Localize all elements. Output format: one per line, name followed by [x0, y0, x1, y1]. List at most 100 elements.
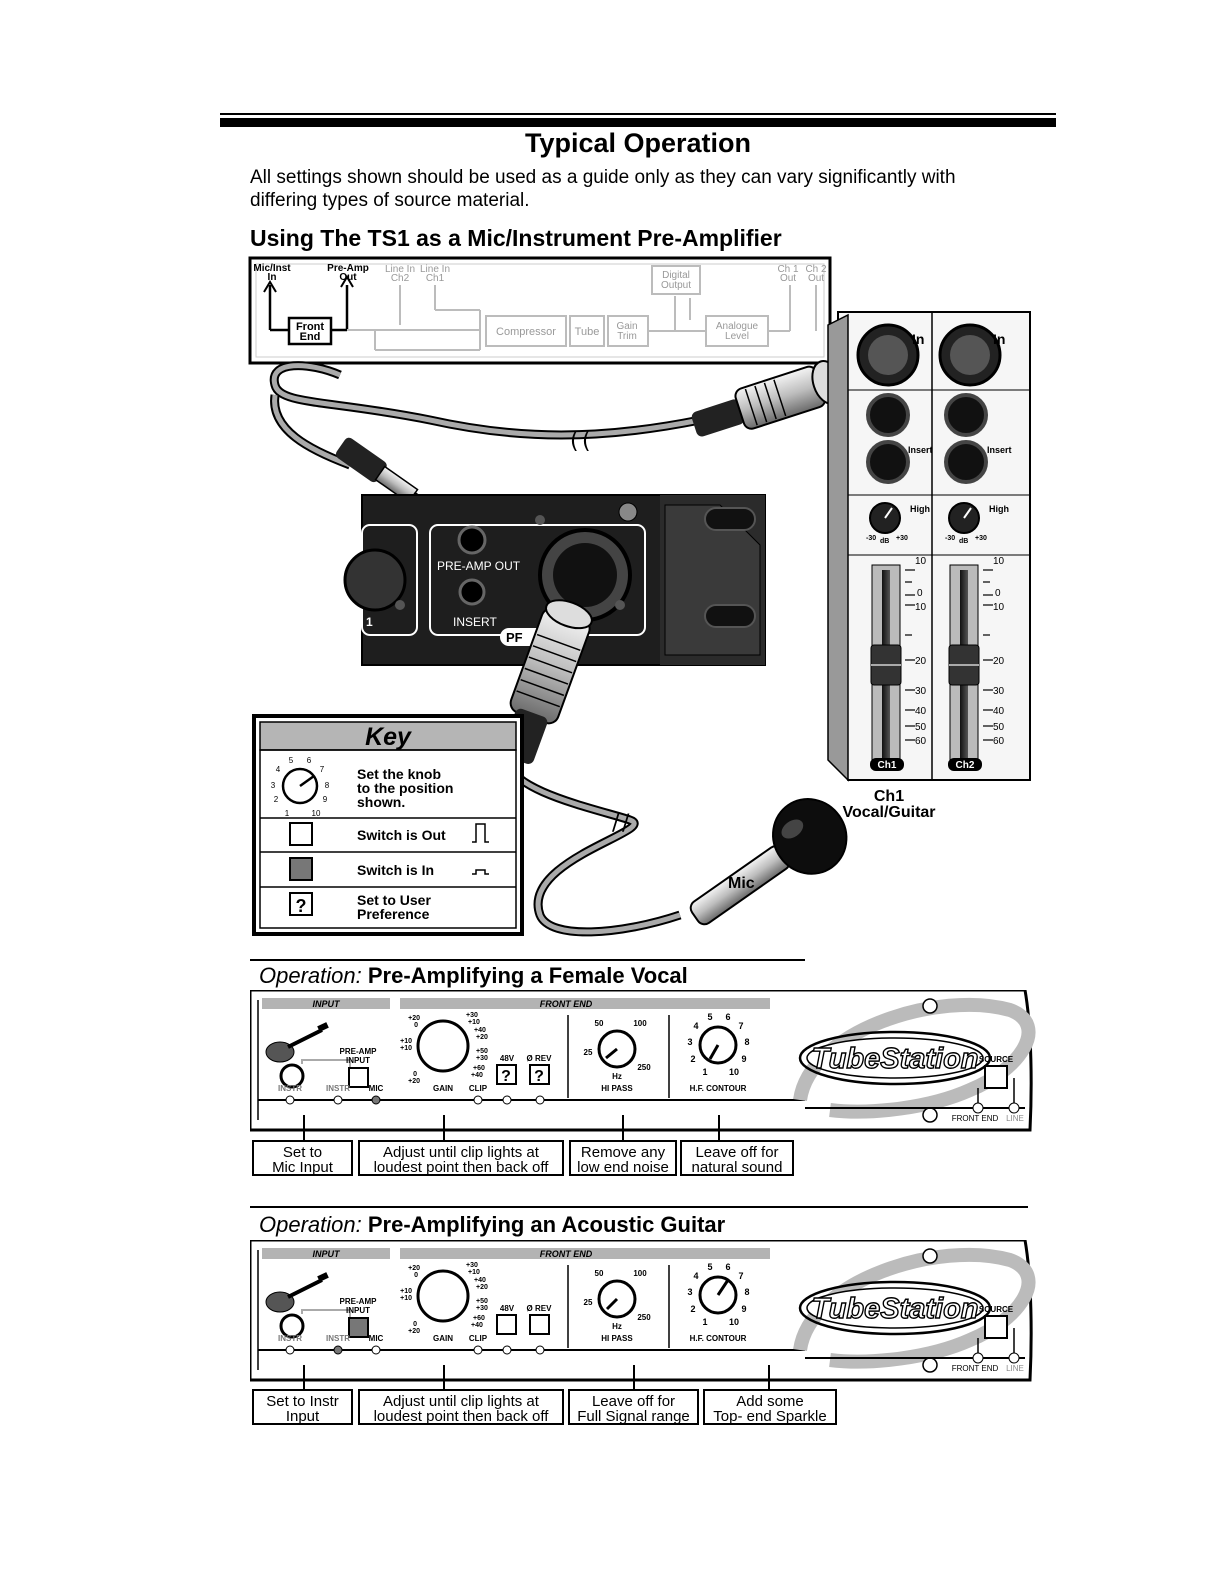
signal-flow-diagram: Line In Ch2 Line In Ch1 Digital Output C… — [248, 256, 832, 365]
hf-9: 9 — [741, 1304, 746, 1314]
gain-scale-r3: +40 — [474, 1277, 486, 1284]
clip-led — [473, 1095, 483, 1105]
callout-leader-line — [622, 1115, 624, 1140]
gain-scale-r5: +50 — [476, 1298, 488, 1305]
op1-callout-1a: Set to — [282, 1144, 323, 1161]
op2-callout-1a: Set to Instr — [266, 1393, 339, 1410]
hf-4: 4 — [693, 1021, 698, 1031]
gain-scale-r1: +30 — [466, 1262, 478, 1269]
key-title: Key — [365, 723, 412, 751]
op1-name: Pre-Amplifying a Female Vocal — [367, 963, 688, 988]
op2-callout-1b: Input — [285, 1408, 320, 1425]
phase-rev-label: Ø REV — [527, 1304, 553, 1313]
hp-scale-25: 25 — [584, 1298, 593, 1307]
key-knob-4: 4 — [276, 765, 281, 774]
fader2-tick-20: 20 — [993, 656, 1005, 667]
phantom-48v-switch[interactable] — [496, 1064, 517, 1085]
intro-line-1: All settings shown should be used as a g… — [250, 167, 956, 188]
source-switch[interactable] — [984, 1065, 1008, 1089]
instr-label-1: INSTR — [278, 1334, 302, 1343]
instr-jack[interactable] — [279, 1063, 305, 1089]
line-label: LINE — [1006, 1114, 1024, 1123]
phase-rev-switch[interactable] — [529, 1064, 550, 1085]
page-title: Typical Operation — [524, 128, 752, 158]
op2-callout-hf: Add some Top- end Sparkle — [703, 1389, 837, 1425]
flow-ch2-out-2: Out — [808, 273, 824, 284]
gain-knob[interactable] — [416, 1269, 470, 1323]
hf-10: 10 — [729, 1067, 739, 1077]
top-rule-thin — [220, 113, 1056, 115]
preamp-input-switch[interactable] — [348, 1067, 369, 1088]
panel-frontend-header: FRONT END — [540, 999, 593, 1009]
hipass-label: HI PASS — [601, 1084, 633, 1093]
gain-scale-l4: +10 — [400, 1045, 412, 1052]
fader1-tick-20: 20 — [915, 656, 927, 667]
gain-knob[interactable] — [416, 1019, 470, 1073]
op2-prefix: Operation: — [259, 1212, 362, 1237]
gain-scale-r6: +30 — [476, 1055, 488, 1062]
key-row-switch-out: Switch is Out — [357, 827, 446, 843]
mic-led — [371, 1345, 381, 1355]
hp-scale-100: 100 — [633, 1019, 647, 1028]
source-switch[interactable] — [984, 1315, 1008, 1339]
hf-contour-label: H.F. CONTOUR — [690, 1084, 747, 1093]
v48-question: ? — [501, 1068, 511, 1085]
key-knob-5: 5 — [289, 756, 294, 765]
op1-callout-2a: Adjust until clip lights at — [383, 1144, 539, 1161]
fader1-tick-40: 40 — [915, 706, 927, 717]
svg-text:/: / — [612, 811, 620, 836]
flow-line-in-ch1-2: Ch1 — [426, 273, 445, 284]
hz-label: Hz — [612, 1322, 622, 1331]
key-user-pref-text-1: Set to User — [357, 892, 431, 908]
flow-gain-trim-2: Trim — [617, 331, 637, 342]
panel-input-header: INPUT — [313, 1249, 342, 1259]
key-knob-text-3: shown. — [357, 794, 406, 810]
mixer-knob-db-2: dB — [959, 538, 968, 545]
phantom-48v-switch[interactable] — [496, 1314, 517, 1335]
panel-frontend-header: FRONT END — [540, 1249, 593, 1259]
instr-jack[interactable] — [279, 1313, 305, 1339]
mixer-ch1-badge: Ch1 — [878, 760, 897, 771]
op2-rule — [250, 1206, 1028, 1208]
svg-text:(: ( — [570, 429, 579, 454]
flow-analogue-2: Level — [725, 331, 749, 342]
mixer-high-2: High — [989, 504, 1009, 514]
gain-scale-l5: 0 — [413, 1321, 417, 1328]
gain-scale-r7: +60 — [473, 1065, 485, 1072]
gain-scale-l1: +20 — [408, 1265, 420, 1272]
hf-8: 8 — [744, 1037, 749, 1047]
panel-input-header: INPUT — [313, 999, 342, 1009]
flow-digital-1: Digital — [662, 270, 690, 281]
flow-ch1-out-1: Ch 1 — [777, 264, 799, 275]
panel-ch-number: 1 — [366, 615, 373, 629]
key-row-user-pref: Set to User Preference — [357, 893, 431, 921]
gain-scale-l3: +10 — [400, 1038, 412, 1045]
v48-label: 48V — [500, 1054, 515, 1063]
panel-partial-label: PF — [506, 630, 523, 645]
op1-callout-3a: Remove any — [580, 1144, 666, 1161]
mic-label-panel: MIC — [369, 1334, 384, 1343]
mixer-insert-1: Insert — [908, 445, 933, 455]
switch-out-symbol — [472, 823, 489, 843]
key-knob-9: 9 — [323, 795, 328, 804]
key-knob-text-1: Set the knob — [357, 766, 442, 782]
mixer-knob-min-2: -30 — [945, 535, 955, 542]
phase-rev-switch[interactable] — [529, 1314, 550, 1335]
gain-scale-l3: +10 — [400, 1288, 412, 1295]
fader1-tick-30: 30 — [915, 686, 927, 697]
instr-label-2: INSTR — [326, 1334, 350, 1343]
preamp-input-label-2: INPUT — [346, 1056, 370, 1065]
hf-10: 10 — [729, 1317, 739, 1327]
gain-scale-r6: +30 — [476, 1305, 488, 1312]
gain-scale-l6: +20 — [408, 1078, 420, 1085]
front-end-sw-label: FRONT END — [952, 1114, 999, 1123]
gain-scale-l6: +20 — [408, 1328, 420, 1335]
op2-callout-2a: Adjust until clip lights at — [383, 1393, 539, 1410]
gain-scale-r4: +20 — [476, 1284, 488, 1291]
flow-preamp-out-2: Out — [339, 272, 357, 283]
preamp-input-switch[interactable] — [348, 1317, 369, 1338]
mixer-strip: In In Insert Insert High High -30 dB +30… — [827, 311, 1031, 782]
gain-scale-r1: +30 — [466, 1012, 478, 1019]
op2-callout-2b: loudest point then back off — [373, 1408, 549, 1425]
